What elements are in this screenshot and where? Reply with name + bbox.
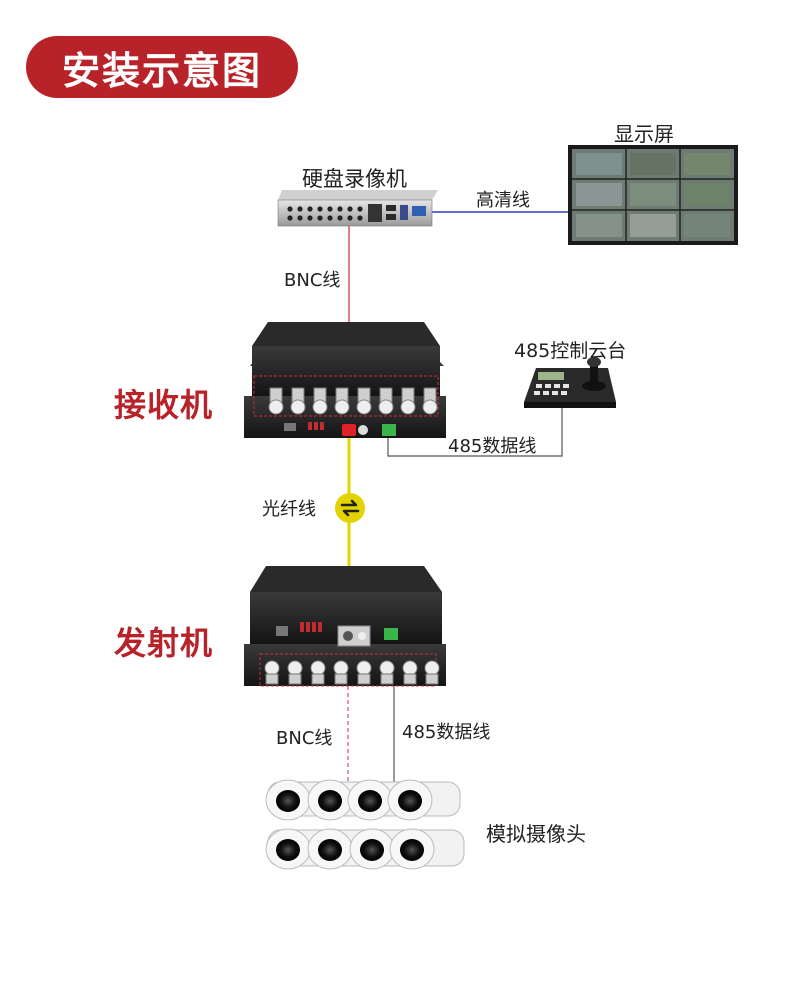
bnc-bottom-label: BNC线 xyxy=(276,728,333,749)
transmitter-bnc-ports xyxy=(264,660,440,685)
ptz-label: 485控制云台 xyxy=(514,340,627,362)
fiber-label: 光纤线 xyxy=(262,499,316,520)
page-title: 安装示意图 xyxy=(26,36,298,98)
rs485-top-line xyxy=(387,400,563,457)
analog-cameras xyxy=(265,779,465,870)
monitor-device xyxy=(568,145,738,245)
fiber-coupler-icon xyxy=(335,493,365,523)
receiver-bnc-ports xyxy=(268,387,438,415)
bnc-top-label: BNC线 xyxy=(284,270,341,291)
receiver-device xyxy=(244,322,446,438)
camera-row-top xyxy=(265,779,461,821)
hd-cable-label: 高清线 xyxy=(476,190,530,211)
camera-row-bottom xyxy=(265,828,465,870)
transmitter-label: 发射机 xyxy=(114,624,214,662)
dvr-device xyxy=(277,190,438,227)
rs485-bottom-label: 485数据线 xyxy=(402,722,491,743)
ptz-keyboard-device xyxy=(524,357,616,408)
monitor-label: 显示屏 xyxy=(614,122,674,146)
transmitter-device xyxy=(244,566,446,687)
cameras-label: 模拟摄像头 xyxy=(486,822,586,846)
dvr-label: 硬盘录像机 xyxy=(302,167,407,191)
rs485-top-label: 485数据线 xyxy=(448,436,537,457)
receiver-label: 接收机 xyxy=(114,386,214,424)
